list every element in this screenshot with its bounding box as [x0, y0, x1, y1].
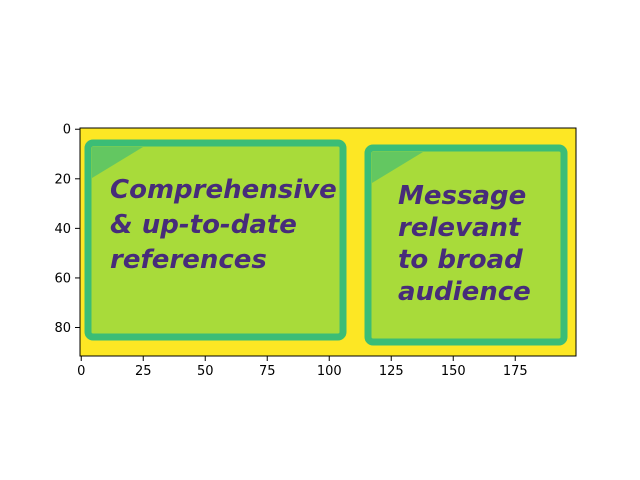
sticky-note-line: audience: [398, 277, 531, 307]
y-axis: 0 20 40 60 80: [54, 123, 80, 336]
x-tick-label: 100: [317, 364, 342, 379]
x-tick-label: 25: [135, 364, 152, 379]
x-tick-label: 0: [77, 364, 85, 379]
sticky-note-body: [84, 139, 347, 341]
y-tick-label: 20: [54, 172, 71, 187]
x-tick-label: 50: [197, 364, 214, 379]
sticky-note-text: Comprehensive & up-to-date references: [110, 175, 337, 275]
y-tick-label: 80: [54, 321, 71, 336]
sticky-note-line: references: [110, 245, 267, 275]
sticky-note-corner: [92, 147, 143, 178]
axes-frame: [79, 127, 577, 357]
sticky-note-corner: [372, 152, 423, 183]
sticky-note: Comprehensive & up-to-date references: [84, 139, 347, 341]
x-tick-label: 175: [503, 364, 528, 379]
y-tick-label: 0: [63, 123, 71, 138]
sticky-note-line: relevant: [398, 213, 522, 243]
y-tick-label: 60: [54, 271, 71, 286]
sticky-note-line: to broad: [398, 245, 523, 275]
image-plot-area: Comprehensive & up-to-date references Messa…: [80, 128, 576, 356]
x-tick-label: 125: [379, 364, 404, 379]
x-tick-label: 150: [441, 364, 466, 379]
sticky-notes: Comprehensive & up-to-date references Messa…: [84, 139, 568, 346]
x-axis: 0 25 50 75 100 125 150 175: [77, 356, 528, 379]
sticky-note-line: Message: [398, 181, 526, 211]
sticky-note-body: [364, 144, 568, 346]
x-tick-label: 75: [259, 364, 276, 379]
sticky-note-line: & up-to-date: [110, 210, 297, 240]
y-tick-label: 40: [54, 222, 71, 237]
sticky-note-line: Comprehensive: [110, 175, 337, 205]
